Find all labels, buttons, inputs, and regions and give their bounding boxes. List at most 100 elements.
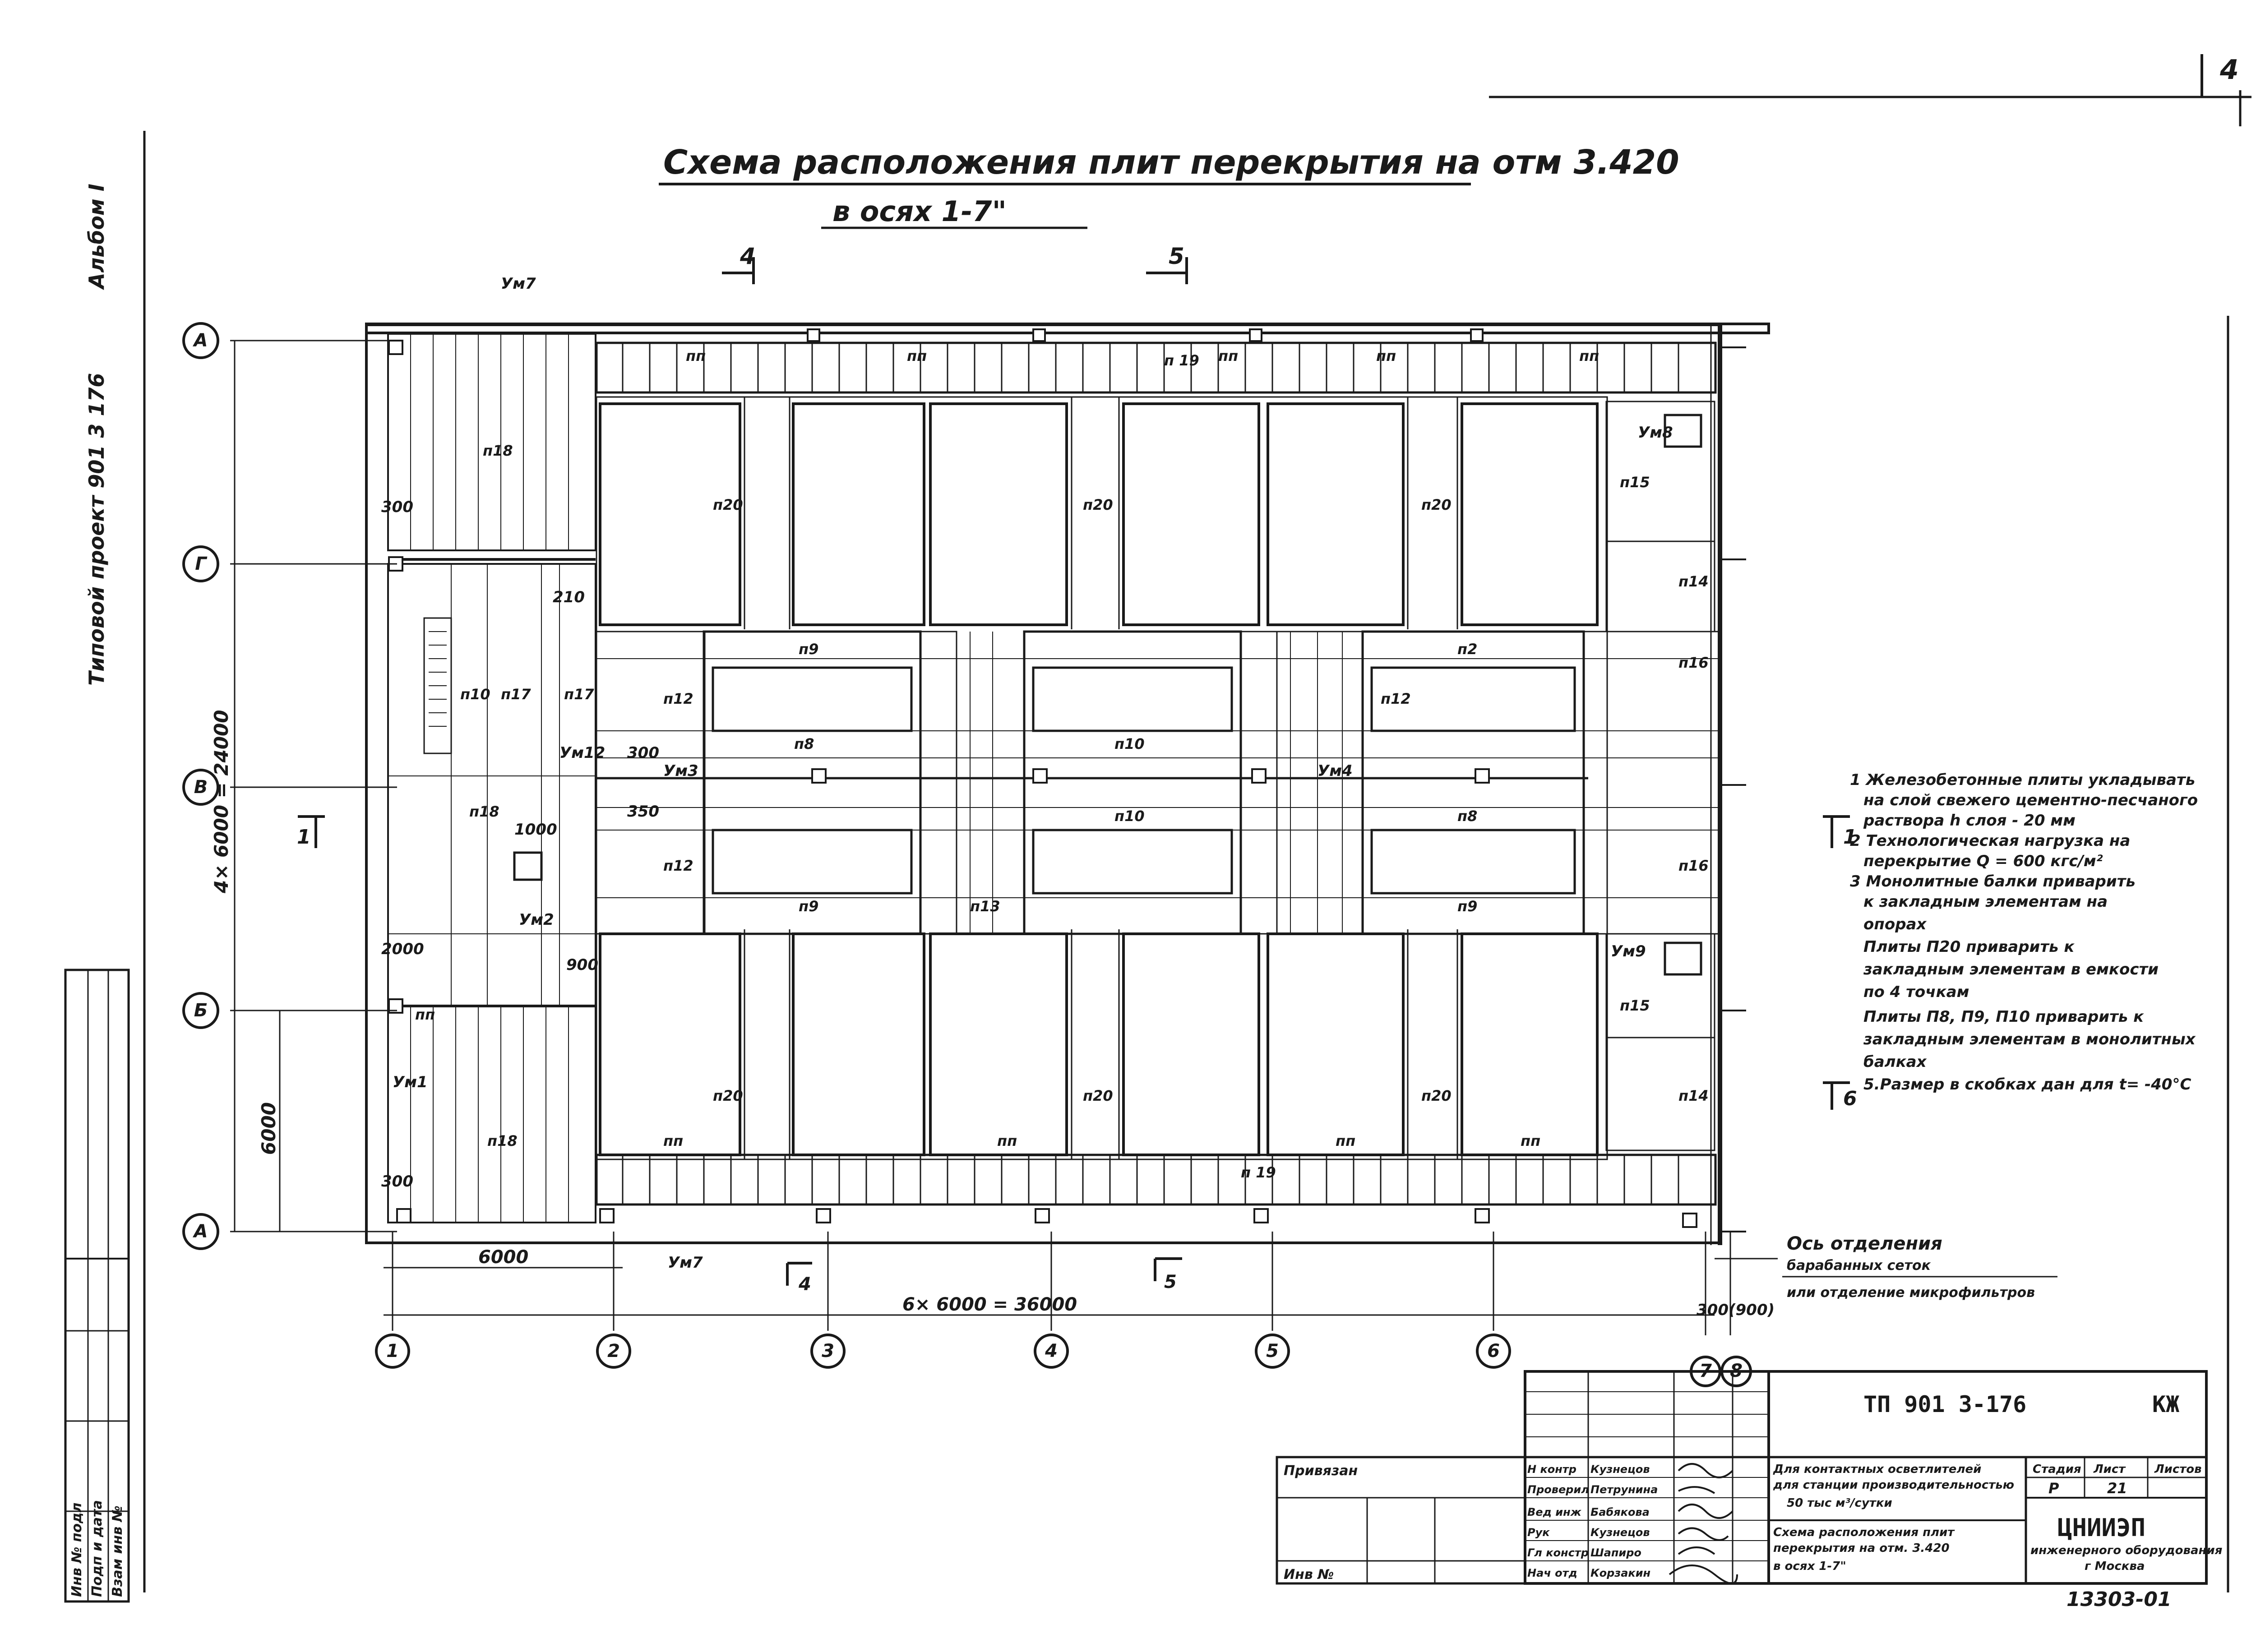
svg-text:Стадия: Стадия (2033, 1463, 2081, 1476)
svg-text:п15: п15 (1620, 474, 1650, 491)
dim-vertical-overall: 4× 6000 = 24000 (210, 710, 232, 894)
svg-text:п20: п20 (1421, 496, 1452, 513)
svg-text:Петрунина: Петрунина (1590, 1483, 1658, 1496)
svg-text:Ум12: Ум12 (559, 744, 605, 762)
svg-text:п 19: п 19 (1241, 1164, 1276, 1181)
svg-text:Гл констр: Гл констр (1527, 1546, 1589, 1559)
svg-text:Ось отделения: Ось отделения (1787, 1233, 1942, 1254)
row-axis-label: Б (194, 1000, 208, 1021)
svg-text:5: 5 (1164, 1272, 1177, 1292)
svg-text:Взам инв №: Взам инв № (110, 1505, 125, 1597)
column-axis-label: 1 (386, 1341, 399, 1361)
svg-text:2 Технологическая нагрузка на: 2 Технологическая нагрузка на (1850, 832, 2130, 850)
axis-note: Ось отделения барабанных сеток или отдел… (1715, 1233, 2057, 1301)
dim-bay-bottom: 6000 (478, 1247, 528, 1268)
svg-text:в осях 1-7": в осях 1-7" (1773, 1560, 1846, 1573)
svg-text:3 Монолитные балки приварить: 3 Монолитные балки приварить (1850, 872, 2136, 891)
svg-text:п20: п20 (713, 1087, 743, 1104)
svg-text:4: 4 (740, 243, 756, 269)
svg-text:пп: пп (1521, 1132, 1540, 1149)
svg-text:п16: п16 (1678, 654, 1709, 671)
row-axes: А Г В Б А 4× 6000 = 24000 6000 (182, 322, 397, 1250)
drawing-subtitle: в осях 1-7" (832, 195, 1007, 228)
section-mark-left-1: 1 (297, 815, 325, 849)
svg-text:4: 4 (798, 1274, 811, 1295)
drawing-code: ТП 901 3-176 (1863, 1391, 2026, 1417)
svg-text:Ум9: Ум9 (1611, 942, 1646, 960)
section-mark-right-1: 1 (1823, 815, 1857, 849)
svg-text:пп: пп (1218, 347, 1238, 365)
svg-text:6: 6 (1843, 1087, 1857, 1110)
svg-text:балках: балках (1863, 1053, 1927, 1071)
svg-text:Проверил: Проверил (1527, 1483, 1589, 1496)
svg-text:инженерного оборудования: инженерного оборудования (2030, 1544, 2222, 1557)
svg-text:п12: п12 (1381, 690, 1411, 707)
dim-horizontal-overall: 6× 6000 = 36000 (902, 1294, 1077, 1315)
svg-text:п20: п20 (1083, 496, 1113, 513)
svg-text:Кузнецов: Кузнецов (1590, 1526, 1650, 1539)
sheet-value: 21 (2107, 1480, 2127, 1497)
svg-text:Кузнецов: Кузнецов (1590, 1463, 1650, 1476)
svg-text:закладным элементам в емкости: закладным элементам в емкости (1863, 960, 2159, 978)
svg-text:2000: 2000 (381, 940, 424, 958)
svg-text:п18: п18 (483, 442, 513, 459)
stage-value: Р (2048, 1480, 2059, 1497)
drawing-mark: КЖ (2152, 1391, 2179, 1417)
svg-text:раствора h слоя - 20 мм: раствора h слоя - 20 мм (1863, 812, 2076, 830)
inv-label: Инв № (1284, 1567, 1334, 1583)
svg-text:50 тыс м³/сутки: 50 тыс м³/сутки (1787, 1496, 1892, 1510)
svg-text:п14: п14 (1678, 1087, 1709, 1104)
drawing-title: Схема расположения плит перекрытия на от… (663, 143, 1679, 182)
svg-text:п 19: п 19 (1164, 352, 1199, 369)
row-axis-label: В (194, 777, 208, 798)
column-axes: 1 2 3 4 5 6 7 8 6000 6× 6000 = 36000 300… (375, 1232, 1775, 1387)
column-axis-label: 6 (1487, 1341, 1500, 1361)
svg-text:п9: п9 (799, 898, 818, 915)
svg-text:п17: п17 (501, 686, 531, 703)
row-axis-label: А (193, 1221, 208, 1242)
svg-text:п17: п17 (564, 686, 594, 703)
svg-text:Инв № подл: Инв № подл (69, 1503, 85, 1597)
svg-text:Ум1: Ум1 (393, 1073, 428, 1091)
org-name: ЦНИИЭП (2057, 1514, 2145, 1542)
svg-text:по 4 точкам: по 4 точкам (1863, 983, 1969, 1001)
svg-text:пп: пп (1376, 347, 1396, 365)
svg-text:Подп и дата: Подп и дата (89, 1500, 105, 1597)
svg-text:Ум7: Ум7 (668, 1254, 703, 1272)
svg-text:п18: п18 (487, 1132, 518, 1149)
svg-text:1: 1 (297, 826, 311, 849)
title-block: Привязан Инв № ТП 901 3-176 КЖ Стадия Ли… (1276, 1370, 2222, 1611)
svg-text:Вед инж: Вед инж (1527, 1506, 1582, 1518)
svg-text:Ум2: Ум2 (519, 911, 554, 929)
svg-text:Ум4: Ум4 (1318, 762, 1353, 780)
column-axis-label: 5 (1266, 1341, 1279, 1361)
svg-text:п10: п10 (1114, 735, 1145, 752)
svg-text:п10: п10 (1114, 808, 1145, 825)
svg-text:п14: п14 (1678, 573, 1709, 590)
row-axis-label: Г (195, 554, 208, 574)
svg-text:на слой свежего цементно-песча: на слой свежего цементно-песчаного (1863, 791, 2198, 809)
svg-text:для станции производительность: для станции производительностью (1773, 1478, 2014, 1492)
signature-scribbles (1669, 1463, 1738, 1584)
svg-text:п13: п13 (970, 898, 1000, 915)
svg-text:перекрытия на отм. 3.420: перекрытия на отм. 3.420 (1773, 1541, 1950, 1555)
section-mark-top-4: 4 (722, 243, 756, 284)
svg-text:300: 300 (627, 744, 659, 762)
svg-text:барабанных сеток: барабанных сеток (1787, 1258, 1931, 1274)
svg-text:п12: п12 (663, 690, 693, 707)
svg-text:Бабякова: Бабякова (1590, 1506, 1650, 1518)
svg-text:300: 300 (381, 498, 413, 516)
svg-text:Рук: Рук (1527, 1526, 1550, 1539)
svg-text:Плиты П20 приварить к: Плиты П20 приварить к (1863, 938, 2075, 956)
svg-text:1000: 1000 (514, 821, 557, 839)
left-stamp: Инв № подл Подп и дата Взам инв № (64, 969, 130, 1603)
svg-text:Лист: Лист (2093, 1463, 2126, 1476)
svg-text:Ум8: Ум8 (1638, 424, 1673, 442)
svg-text:Листов: Листов (2154, 1463, 2202, 1476)
building-plan: пп пп п 19 пп пп пп п20 п20 п20 п20 п20 … (365, 275, 1770, 1272)
svg-text:п2: п2 (1457, 641, 1477, 658)
svg-text:или отделение микрофильтров: или отделение микрофильтров (1787, 1285, 2035, 1301)
svg-text:пп: пп (997, 1132, 1017, 1149)
svg-text:Ум7: Ум7 (501, 275, 536, 293)
album-label: Альбом I (84, 184, 109, 290)
